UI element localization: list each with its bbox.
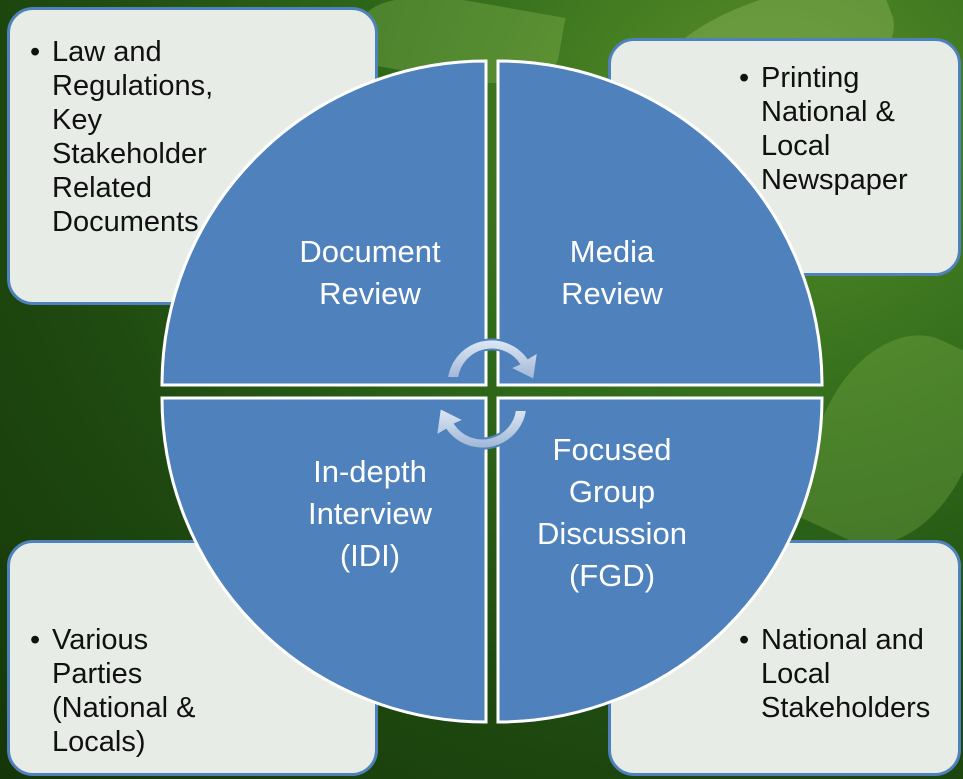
- box-line: Various: [52, 624, 149, 656]
- box-line: Law and: [52, 36, 162, 68]
- quadrant-label: (FGD): [569, 558, 655, 593]
- quadrant-label: Discussion: [537, 516, 687, 551]
- quadrant-label: Group: [569, 474, 655, 509]
- box-line: (National &: [52, 692, 196, 724]
- box-line: Parties: [52, 658, 143, 690]
- box-line: Regulations,: [52, 70, 214, 102]
- quadrant-label: In-depth: [313, 454, 427, 489]
- quadrant-label: Review: [561, 276, 663, 311]
- box-line: National and: [761, 624, 924, 656]
- quadrant-label: Focused: [553, 432, 672, 467]
- bullet-item: National and Local Stakeholders: [739, 623, 958, 725]
- box-line: Stakeholders: [761, 692, 931, 724]
- box-line: National &: [761, 96, 895, 128]
- box-line: Local: [761, 658, 831, 690]
- quadrant-label: Media: [570, 234, 655, 269]
- box-line: Locals): [52, 726, 146, 758]
- quadrant-label: Interview: [308, 496, 433, 531]
- box-line: Printing: [761, 62, 860, 94]
- box-line: Stakeholder: [52, 138, 207, 170]
- circular-arrows-icon: [434, 338, 540, 450]
- box-line: Local: [761, 130, 831, 162]
- bullet-item: Printing National & Local Newspaper: [739, 61, 958, 197]
- corner-box-idi-participants: Various Parties (National & Locals): [7, 540, 378, 776]
- quadrant-label: Document: [299, 234, 441, 269]
- quadrant-in-depth-interview: [160, 396, 488, 724]
- box-line: Key: [52, 104, 102, 136]
- box-line: Documents: [52, 206, 199, 238]
- quadrant-media-review: [496, 59, 824, 387]
- quadrant-document-review: [160, 59, 488, 387]
- quadrant-label: (IDI): [340, 538, 400, 573]
- box-line: Related: [52, 172, 152, 204]
- bullet-item: Various Parties (National & Locals): [30, 623, 375, 759]
- quadrant-focused-group-discussion: [496, 396, 824, 724]
- bullet-item: Law and Regulations, Key Stakeholder Rel…: [30, 35, 375, 239]
- quadrant-label: Review: [319, 276, 421, 311]
- box-line: Newspaper: [761, 164, 908, 196]
